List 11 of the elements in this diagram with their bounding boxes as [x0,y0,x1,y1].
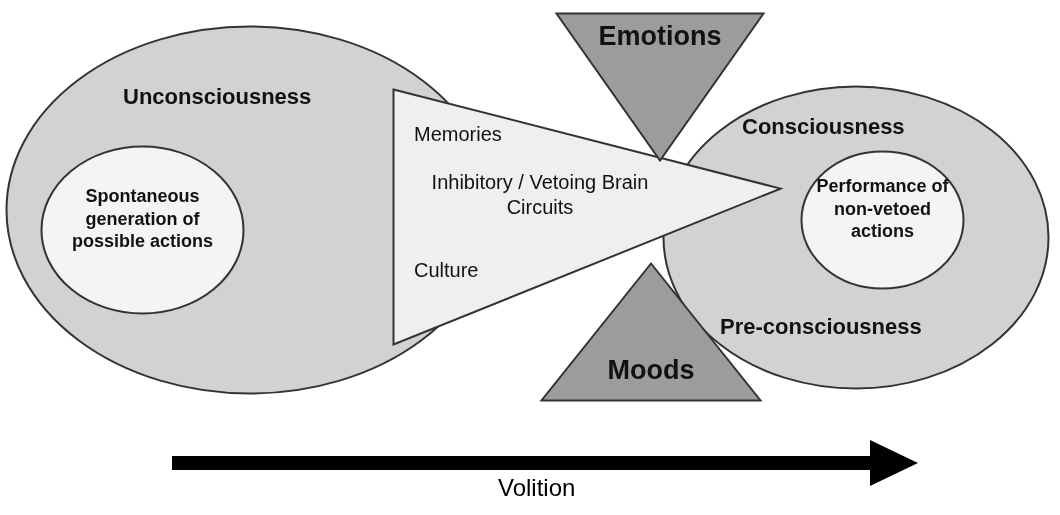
node-label: Culture [414,258,480,283]
axis-label: Volition [498,474,576,502]
node-label: Spontaneous generation of possible actions [70,185,214,253]
node-label: Memories [414,122,503,147]
node-heading: Consciousness [742,113,906,141]
node-heading: Unconsciousness [123,83,313,111]
node-label: Performance of non-vetoed actions [815,175,950,243]
node-label: Inhibitory / Vetoing Brain Circuits [430,170,650,220]
node-heading: Pre-consciousness [720,313,923,341]
node-heading: Moods [606,354,696,387]
node-heading: Emotions [597,20,723,53]
